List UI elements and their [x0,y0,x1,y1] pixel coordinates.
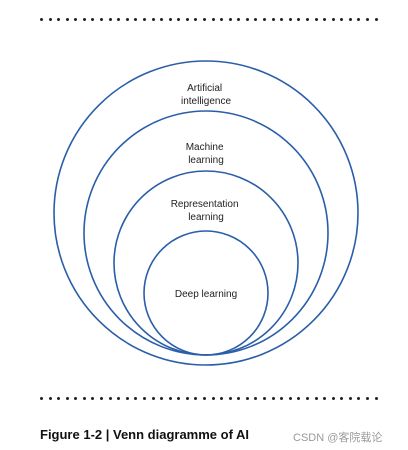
dot [305,17,309,21]
dot [254,17,258,21]
dot [263,17,267,21]
dot [245,17,249,21]
dot [40,396,43,400]
dot [357,396,361,400]
dot [280,396,284,400]
dot [297,17,301,21]
circle-artificial-intelligence [53,60,359,366]
dot [125,17,129,21]
watermark: CSDN @客院载论 [293,432,383,444]
dot [100,396,104,400]
dot [185,17,189,21]
top-dotted-rule [40,17,378,21]
dot [340,17,344,21]
dot [314,396,318,400]
dot [323,17,327,21]
dot [280,17,284,21]
dot [220,17,224,21]
dot [74,17,78,21]
dot [151,17,155,21]
dot [57,396,61,400]
dot [177,17,181,21]
dot [288,17,292,21]
dot [314,17,318,21]
dot [348,17,352,21]
venn-diagram: Artificial intelligence Machine learning… [53,60,359,366]
dot [374,396,378,400]
dot [288,396,292,400]
label-deep-learning: Deep learning [175,289,237,300]
dot [108,396,112,400]
dot [228,396,232,400]
dot [160,396,164,400]
dot [228,17,232,21]
dot [48,396,52,400]
dot [82,396,86,400]
dot [331,17,335,21]
dot [365,17,369,21]
dot [357,17,361,21]
dot [142,396,146,400]
dot [134,17,138,21]
dot [254,396,258,400]
dot [151,396,155,400]
label-machine-learning: Machine learning [186,142,227,166]
dot [160,17,164,21]
dot [245,396,249,400]
dot [340,396,344,400]
dot [108,17,112,21]
dot [348,396,352,400]
dot [237,17,241,21]
dot [211,396,215,400]
label-artificial-intelligence: Artificial intelligence [181,83,231,107]
dot [125,396,129,400]
figure-caption: Figure 1-2 | Venn diagramme of AI [40,427,250,442]
dot [82,17,86,21]
dot [194,17,198,21]
dot [168,17,172,21]
dot [177,396,181,400]
dot [57,17,61,21]
dot [263,396,267,400]
dot [297,396,301,400]
dot [374,17,378,21]
dot [117,17,121,21]
circle-deep-learning [143,230,269,356]
dot [202,396,206,400]
label-representation-learning: Representation learning [171,199,242,223]
dot [237,396,241,400]
dot [91,17,95,21]
dot [271,17,275,21]
bottom-dotted-rule [40,396,378,400]
dot [100,17,104,21]
dot [74,396,78,400]
dot [134,396,138,400]
dot [185,396,189,400]
dot [211,17,215,21]
dot [168,396,172,400]
dot [194,396,198,400]
dot [365,396,369,400]
dot [40,17,43,21]
dot [65,396,69,400]
dot [323,396,327,400]
dot [91,396,95,400]
dot [142,17,146,21]
dot [117,396,121,400]
dot [202,17,206,21]
dot [271,396,275,400]
dot [305,396,309,400]
dot [65,17,69,21]
dot [48,17,52,21]
dot [220,396,224,400]
dot [331,396,335,400]
